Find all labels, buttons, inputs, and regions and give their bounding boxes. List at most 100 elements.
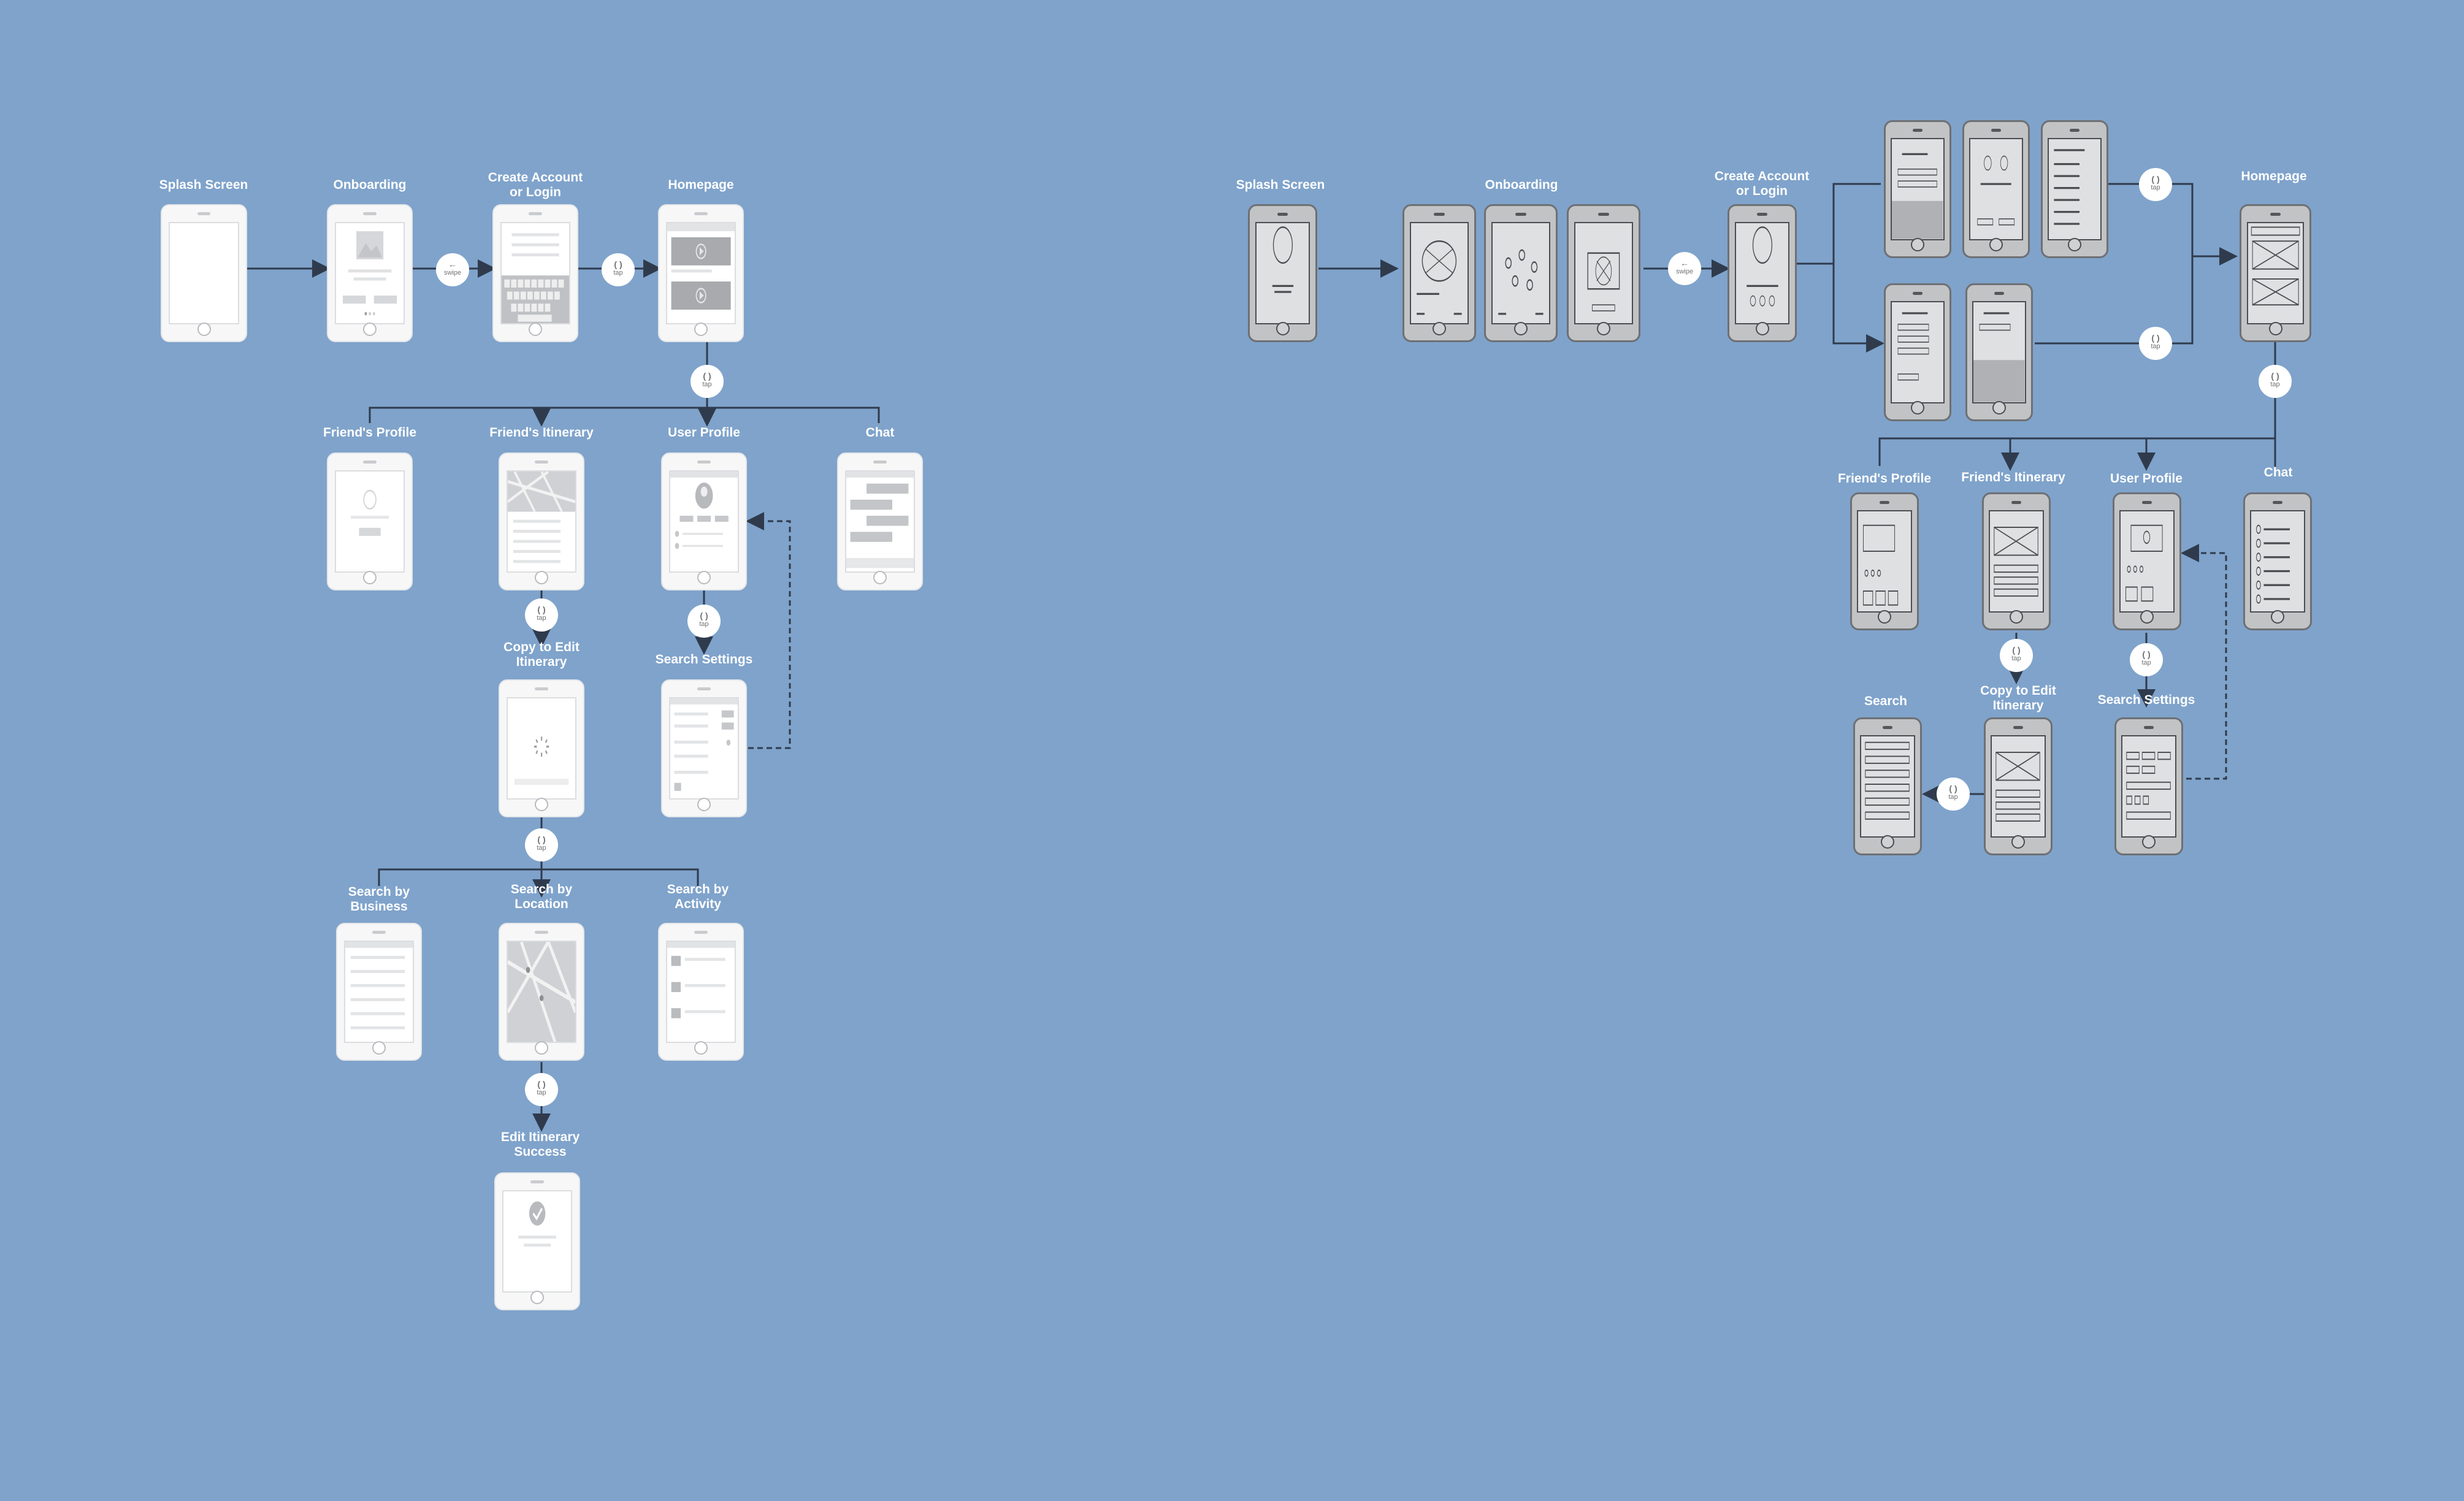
home-button	[2268, 322, 2282, 336]
r-label-search-settings: Search Settings	[2097, 693, 2195, 707]
home-button	[1433, 322, 1446, 336]
phone-create-account	[492, 204, 578, 342]
r-tap-badge-bottom: ( ) tap	[2139, 327, 2172, 360]
label-chat: Chat	[865, 426, 895, 440]
onboarding-screen	[334, 221, 405, 325]
sketch-splash-screen	[1255, 222, 1310, 324]
itinerary-sketch	[1995, 752, 2041, 822]
create-account-screen	[500, 221, 571, 325]
r-conn-branch-bus	[1878, 437, 2276, 467]
sketch-phone-login-2	[1962, 120, 2030, 258]
speaker	[1879, 500, 1890, 504]
sketch-search-settings-screen	[2121, 735, 2176, 838]
chat-screen	[844, 470, 916, 573]
label-search-location-line2: Location	[515, 897, 568, 911]
speaker	[530, 1180, 544, 1183]
profile-wireframe	[670, 471, 738, 549]
tap-gesture-icon: ( )	[2271, 371, 2279, 381]
r-label-create-line2: or Login	[1736, 184, 1788, 198]
r-label-user-profile: User Profile	[2110, 472, 2183, 486]
tap-gesture-icon: ( )	[2012, 645, 2021, 655]
swipe-arrow-icon: ←	[448, 259, 457, 269]
sketch-phone-splash	[1248, 204, 1317, 342]
speaker	[2011, 500, 2022, 504]
map-pin-icon	[507, 941, 576, 1042]
speaker	[1994, 291, 2005, 295]
social-login-sketch	[1977, 156, 2015, 226]
r-label-friends-itinerary: Friend's Itinerary	[1961, 470, 2065, 484]
r-tap-badge-itinerary: ( ) tap	[2000, 639, 2033, 672]
swipe-badge-label: swipe	[443, 269, 462, 277]
tap-badge-label: tap	[2141, 659, 2151, 666]
map-wireframe	[507, 471, 576, 563]
sketch-copy-itinerary-screen	[1991, 735, 2046, 838]
tap-gesture-icon: ( )	[2151, 333, 2160, 343]
speaker	[363, 212, 377, 215]
home-button	[2011, 835, 2025, 849]
home-button	[2010, 610, 2023, 624]
speaker	[2069, 128, 2080, 132]
home-button	[197, 323, 211, 337]
phone-friends-profile	[327, 453, 413, 590]
phone-copy-itinerary	[499, 679, 584, 817]
home-button	[363, 571, 377, 585]
tap-badge-create-home: ( ) tap	[602, 253, 635, 286]
tap-badge-label: tap	[699, 621, 709, 628]
tap-badge-location: ( ) tap	[525, 1073, 558, 1106]
logo-sketch-icon	[1746, 226, 1778, 307]
home-button	[697, 798, 711, 812]
speaker	[363, 460, 377, 464]
r-label-search: Search	[1864, 694, 1908, 708]
sketch-signup-2-screen	[1972, 301, 2026, 403]
sketch-user-profile-screen	[2119, 510, 2175, 613]
edit-success-screen	[502, 1190, 573, 1293]
tap-badge-copy: ( ) tap	[525, 828, 558, 861]
settings-sketch	[2126, 752, 2171, 820]
user-profile-screen	[668, 470, 740, 573]
checkmark-icon	[518, 1201, 556, 1247]
profile-sketch	[1863, 525, 1899, 606]
speaker	[535, 460, 548, 464]
label-edit-success-line1: Edit Itinerary	[500, 1130, 580, 1144]
sketch-homepage-screen	[2246, 222, 2305, 324]
speaker	[529, 212, 542, 215]
r-conn-create-split	[1796, 183, 1881, 343]
phone-homepage	[658, 204, 744, 342]
home-button	[1597, 322, 1610, 336]
search-list-sketch	[1865, 742, 1910, 820]
home-button	[1911, 238, 1924, 252]
home-button	[2140, 610, 2154, 624]
home-button	[535, 798, 548, 812]
settings-list-wireframe	[670, 698, 738, 791]
label-edit-success-line2: Success	[514, 1145, 567, 1159]
sketch-chat-screen	[2250, 510, 2305, 613]
home-button	[363, 323, 377, 337]
search-business-screen	[343, 940, 415, 1044]
image-placeholder-icon	[342, 231, 397, 316]
sketch-onboarding-1-screen	[1410, 222, 1469, 324]
speaker	[1912, 291, 1923, 295]
home-button	[535, 1041, 548, 1055]
speaker	[694, 212, 708, 215]
tap-gesture-icon: ( )	[537, 605, 546, 614]
phone-search-business	[336, 923, 422, 1061]
loading-spinner-icon	[514, 736, 569, 785]
r-tap-badge-profile: ( ) tap	[2130, 643, 2163, 676]
speaker	[1277, 212, 1288, 216]
label-friends-itinerary: Friend's Itinerary	[489, 426, 594, 440]
sketch-phone-signup-2	[1965, 283, 2033, 421]
pins-sketch-icon	[1498, 249, 1544, 315]
home-button	[530, 1291, 544, 1305]
r-conn-settings-back-profile	[2181, 544, 2227, 780]
label-search-business-line1: Search by	[348, 885, 410, 899]
sketch-friends-profile-screen	[1857, 510, 1912, 613]
tap-badge-label: tap	[613, 269, 623, 277]
form-sketch	[1892, 153, 1943, 239]
label-splash: Splash Screen	[159, 178, 248, 192]
r-label-friends-profile: Friend's Profile	[1837, 472, 1932, 486]
sketch-phone-signup-1	[1884, 283, 1951, 421]
friends-profile-screen	[334, 470, 405, 573]
speaker	[1991, 128, 2002, 132]
sketch-phone-search	[1853, 717, 1922, 855]
speaker	[1515, 212, 1527, 216]
